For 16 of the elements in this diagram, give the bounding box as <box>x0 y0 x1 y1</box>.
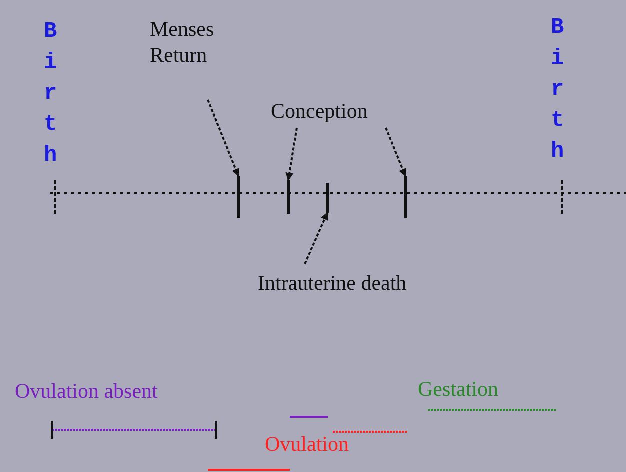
vertical-label: Birth <box>551 14 564 166</box>
leader-arrow <box>385 128 407 177</box>
legend-text: Ovulation <box>265 431 349 457</box>
legend-text: Gestation <box>418 376 498 402</box>
annotation-text: Menses Return <box>150 16 260 68</box>
leader-arrow <box>207 100 240 177</box>
legend-text: Ovulation absent <box>15 378 158 404</box>
vertical-label: Birth <box>44 18 58 170</box>
tick-mark <box>237 176 240 218</box>
tick-mark <box>404 176 407 218</box>
leader-arrow <box>304 212 328 264</box>
annotation-text: Conception <box>271 98 431 124</box>
tick-mark <box>287 180 290 214</box>
tick-mark <box>326 183 329 213</box>
leader-arrow <box>286 128 298 181</box>
annotation-text: Intrauterine death <box>258 270 418 296</box>
